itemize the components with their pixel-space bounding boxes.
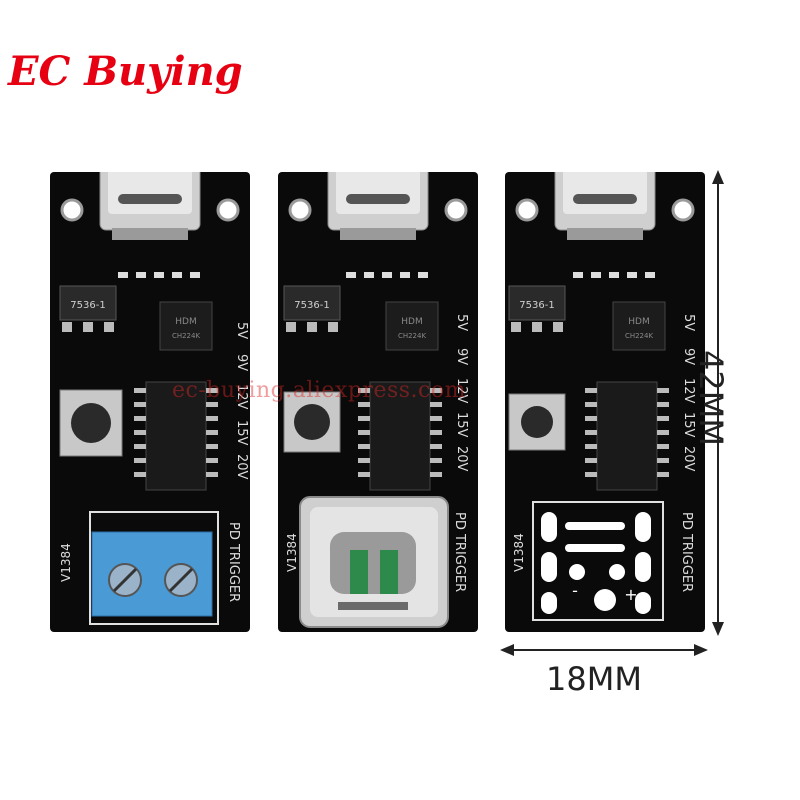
polarity-plus: +	[624, 585, 637, 604]
model-label: V1384	[512, 533, 526, 572]
model-label: V1384	[285, 533, 299, 572]
voltage-label-12v: 12V	[454, 378, 469, 404]
function-label: PD TRIGGER	[679, 512, 694, 592]
voltage-label-20v: 20V	[234, 454, 249, 480]
function-label: PD TRIGGER	[226, 522, 241, 602]
brand-logo: EC Buying	[8, 48, 243, 95]
width-dimension-label: 18MM	[546, 660, 642, 698]
voltage-label-5v: 5V	[234, 322, 249, 339]
regulator-marking: 7536-1	[294, 300, 329, 311]
voltage-label-5v: 5V	[454, 314, 469, 331]
pd-trigger-board-solder-pads: 7536-1 HDM CH224K 5V 9V 12V 15V 20V V138…	[505, 172, 705, 632]
voltage-label-20v: 20V	[454, 446, 469, 472]
function-label: PD TRIGGER	[452, 512, 467, 592]
svg-text:CH224K: CH224K	[625, 332, 654, 340]
model-label: V1384	[59, 543, 73, 582]
voltage-label-12v: 12V	[681, 378, 696, 404]
voltage-label-5v: 5V	[681, 314, 696, 331]
pd-trigger-board-screw-terminal: 7536-1 HDM CH224K 5V 9V 12V 15V 20V V138…	[50, 172, 250, 632]
svg-text:HDM: HDM	[628, 317, 649, 327]
voltage-label-9v: 9V	[454, 348, 469, 365]
voltage-label-9v: 9V	[234, 354, 249, 371]
voltage-label-15v: 15V	[454, 412, 469, 438]
store-watermark: ec-buying.aliexpress.com	[172, 378, 466, 403]
svg-text:CH224K: CH224K	[398, 332, 427, 340]
svg-text:HDM: HDM	[175, 317, 196, 327]
voltage-label-12v: 12V	[234, 384, 249, 410]
regulator-marking: 7536-1	[519, 300, 554, 311]
voltage-label-15v: 15V	[681, 412, 696, 438]
pd-trigger-board-usb-c-output: 7536-1 HDM CH224K 5V 9V 12V 15V 20V V138…	[278, 172, 478, 632]
voltage-label-15v: 15V	[234, 420, 249, 446]
height-dimension-label: 42MM	[692, 350, 730, 446]
voltage-label-20v: 20V	[681, 446, 696, 472]
svg-text:CH224K: CH224K	[172, 332, 201, 340]
regulator-marking: 7536-1	[70, 300, 105, 311]
voltage-label-9v: 9V	[681, 348, 696, 365]
svg-text:HDM: HDM	[401, 317, 422, 327]
polarity-minus: -	[572, 581, 578, 600]
